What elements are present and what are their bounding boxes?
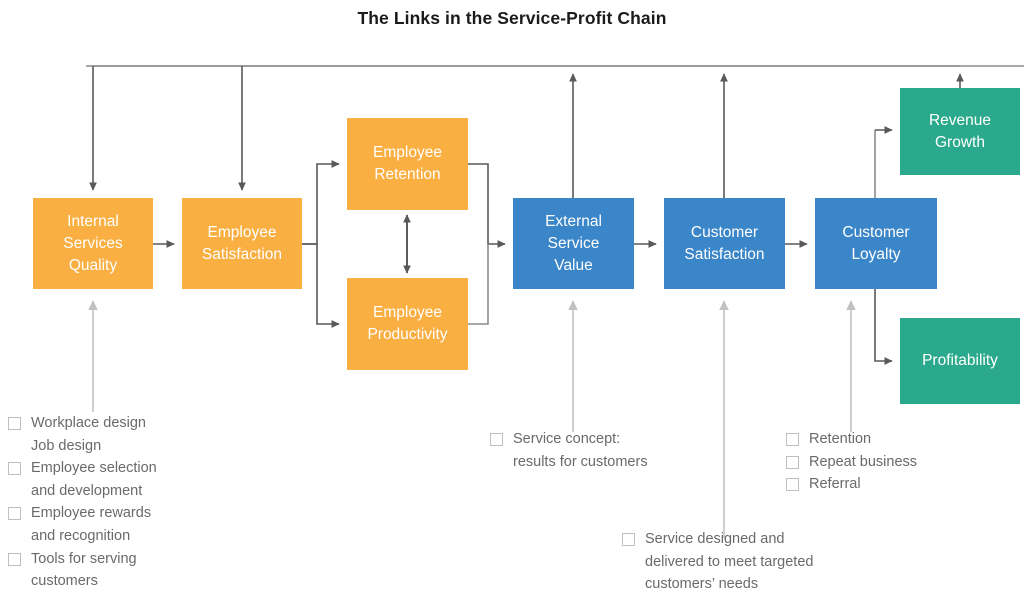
annotation-label: Workplace design Job design (31, 415, 146, 454)
checkbox-icon[interactable] (490, 433, 503, 446)
node-employee-productivity[interactable]: Employee Productivity (347, 278, 468, 370)
annotation-label: Referral (809, 476, 861, 493)
checkbox-icon[interactable] (8, 417, 21, 430)
annotation-item[interactable]: Workplace design Job design (8, 412, 238, 457)
checkbox-icon[interactable] (8, 552, 21, 566)
node-revenue-growth[interactable]: Revenue Growth (900, 88, 1020, 175)
annotation-label: Tools for serving customers (31, 550, 137, 590)
arrow-retention-to-service-value (468, 163, 506, 248)
checkbox-icon[interactable] (8, 462, 21, 476)
node-label: Profitability (922, 352, 998, 369)
checkbox-icon[interactable] (786, 455, 799, 469)
node-external-service-value[interactable]: External Service Value (513, 198, 634, 289)
node-label: Employee Productivity (367, 304, 448, 343)
node-label: Employee Retention (373, 144, 442, 183)
annotation-label: Employee rewards and recognition (31, 505, 152, 545)
node-employee-satisfaction[interactable]: Employee Satisfaction (182, 198, 302, 289)
arrow-employee-satisfaction-to-retention (302, 160, 340, 245)
node-internal-services-quality[interactable]: Internal Services Quality (33, 198, 153, 289)
checkbox-icon[interactable] (786, 478, 799, 492)
node-employee-retention[interactable]: Employee Retention (347, 118, 468, 210)
annotation-item[interactable]: Service designed and delivered to meet t… (622, 528, 922, 596)
annotation-item[interactable]: Employee rewards and recognition (8, 502, 238, 547)
node-label: Revenue Growth (928, 111, 992, 151)
annotation-item[interactable]: Referral (786, 473, 986, 496)
annotation-group-internal-quality: Workplace design Job design Employee sel… (8, 412, 238, 593)
node-label: Customer Loyalty (842, 223, 910, 263)
annotation-group-customer-satisfaction: Service designed and delivered to meet t… (622, 528, 922, 596)
annotation-label: Repeat business (809, 453, 918, 470)
arrow-employee-satisfaction-to-productivity (302, 243, 340, 328)
annotation-item[interactable]: Employee selection and development (8, 457, 238, 502)
annotation-item[interactable]: Repeat business (786, 451, 986, 474)
node-customer-loyalty[interactable]: Customer Loyalty (815, 198, 937, 289)
node-profitability[interactable]: Profitability (900, 318, 1020, 404)
arrow-customer-loyalty-to-profitability (874, 289, 893, 365)
checkbox-icon[interactable] (8, 507, 21, 521)
node-label: External Service Value (545, 212, 602, 274)
node-label: Employee Satisfaction (201, 223, 283, 263)
node-label: Customer Satisfaction (684, 223, 765, 263)
annotation-label: Retention (809, 431, 872, 447)
annotation-item[interactable]: Retention (786, 428, 986, 451)
node-label: Internal Services Quality (63, 212, 123, 274)
annotation-item[interactable]: Service concept: results for customers (490, 428, 710, 473)
annotation-group-customer-loyalty: Retention Repeat business Referral (786, 428, 986, 496)
checkbox-icon[interactable] (622, 533, 635, 546)
node-customer-satisfaction[interactable]: Customer Satisfaction (664, 198, 785, 289)
annotation-label: Service concept: results for customers (513, 431, 648, 470)
checkbox-icon[interactable] (786, 433, 799, 446)
page-title: The Links in the Service-Profit Chain (357, 8, 667, 28)
line-productivity-to-service-value (468, 244, 489, 325)
annotation-group-service-value: Service concept: results for customers (490, 428, 710, 473)
annotation-label: Employee selection and development (31, 460, 157, 499)
annotation-item[interactable]: Tools for serving customers (8, 548, 238, 593)
annotation-label: Service designed and delivered to meet t… (645, 531, 814, 593)
